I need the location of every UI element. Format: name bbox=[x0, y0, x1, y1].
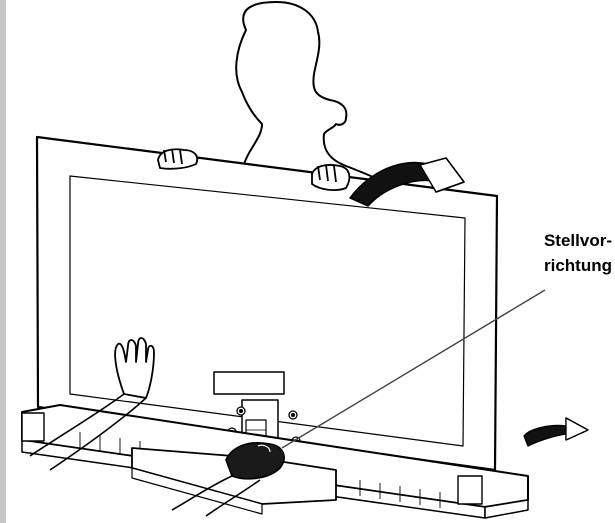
hand-on-stand bbox=[171, 442, 285, 517]
callout-leader-line bbox=[281, 289, 546, 449]
callout-line-1: Stellvor- bbox=[543, 231, 612, 250]
terminal-panel bbox=[213, 371, 285, 395]
person-silhouette bbox=[231, 1, 405, 197]
callout-label: Stellvor- richtung bbox=[512, 228, 612, 278]
hands-on-top bbox=[157, 148, 351, 191]
slide-in-arrow-icon bbox=[523, 417, 589, 447]
left-margin-bar bbox=[0, 0, 6, 523]
curved-arrow-icon bbox=[349, 157, 465, 207]
hand-on-back bbox=[29, 337, 155, 471]
callout-line-2: richtung bbox=[544, 256, 612, 275]
